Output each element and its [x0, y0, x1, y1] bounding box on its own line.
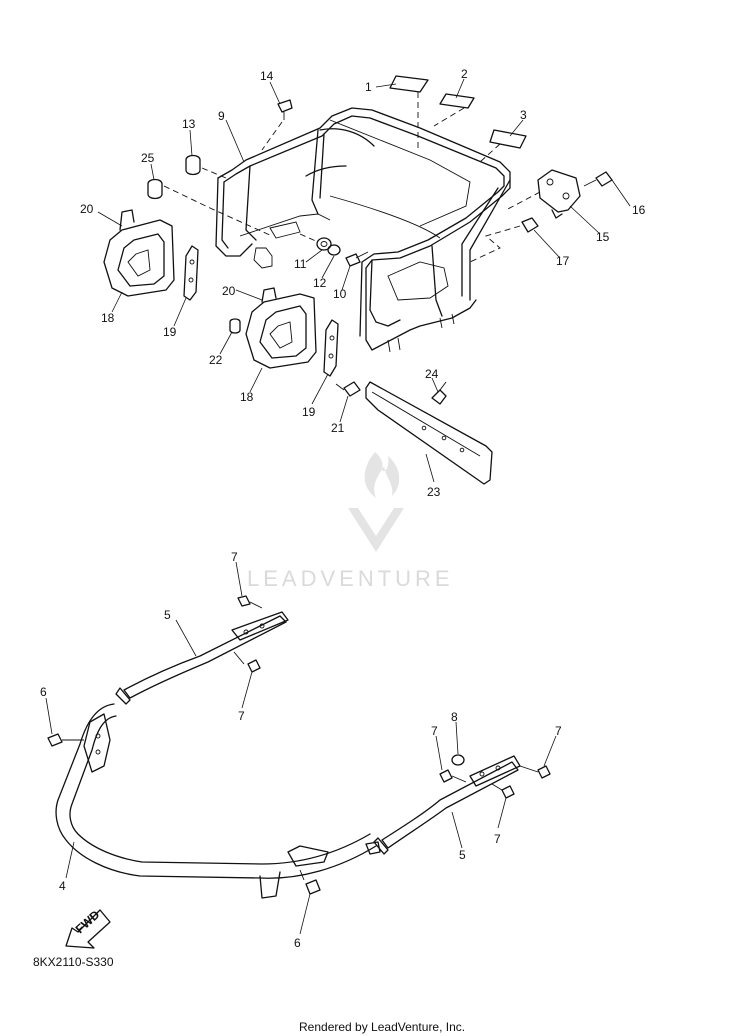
callout-18-left: 18 [101, 311, 115, 325]
callout-23: 23 [427, 485, 441, 499]
stay-right [373, 754, 551, 855]
callout-18-center: 18 [240, 390, 254, 404]
callout-17: 17 [556, 254, 570, 268]
callout-16: 16 [632, 203, 646, 217]
callout-11: 11 [294, 257, 307, 271]
callout-4: 4 [59, 879, 66, 893]
callout-20-center: 20 [222, 284, 236, 298]
callout-5-left: 5 [164, 608, 171, 622]
callout-19-left: 19 [163, 325, 177, 339]
rack-frame [215, 107, 511, 353]
bracket-right [469, 169, 613, 263]
callout-21: 21 [331, 421, 345, 435]
bumper-bar [47, 703, 381, 899]
fasteners-upper-left [147, 99, 293, 237]
callout-19-center: 19 [302, 405, 316, 419]
fasteners-center [299, 233, 369, 267]
callout-2: 2 [461, 67, 468, 81]
guard-center [229, 287, 361, 397]
plate [365, 381, 493, 485]
callout-15: 15 [596, 230, 610, 244]
footer-credit: Rendered by LeadVenture, Inc. [299, 1020, 465, 1034]
callout-3: 3 [520, 108, 527, 122]
callout-7-right-b: 7 [555, 724, 562, 738]
diagram-code: 8KX2110-S330 [33, 955, 114, 969]
callouts: 1 2 3 9 13 14 25 20 18 19 11 12 10 16 15… [40, 67, 646, 950]
stay-left [115, 595, 289, 705]
callout-6-bottom: 6 [294, 936, 301, 950]
callout-20-left: 20 [80, 202, 94, 216]
callout-14: 14 [260, 69, 274, 83]
callout-6-left: 6 [40, 685, 47, 699]
callout-7-left-under: 7 [238, 709, 245, 723]
callout-12: 12 [313, 276, 327, 290]
callout-8: 8 [451, 710, 458, 724]
callout-9: 9 [218, 109, 225, 123]
fwd-arrow-icon: FWD [65, 907, 111, 949]
callout-22: 22 [209, 353, 223, 367]
sticker-parts [389, 75, 527, 163]
leader-lines [45, 78, 631, 935]
callout-24: 24 [425, 367, 439, 381]
callout-13: 13 [182, 117, 196, 131]
watermark-text: LEADVENTURE [247, 566, 454, 591]
callout-7-top: 7 [231, 550, 238, 564]
callout-10: 10 [333, 287, 347, 301]
callout-7-right-c: 7 [494, 832, 501, 846]
callout-7-right-a: 7 [431, 724, 438, 738]
guard-left [103, 209, 199, 301]
callout-1: 1 [365, 80, 372, 94]
callout-5-right: 5 [459, 848, 466, 862]
callout-25: 25 [141, 151, 155, 165]
leadventure-watermark: LEADVENTURE [247, 452, 454, 591]
